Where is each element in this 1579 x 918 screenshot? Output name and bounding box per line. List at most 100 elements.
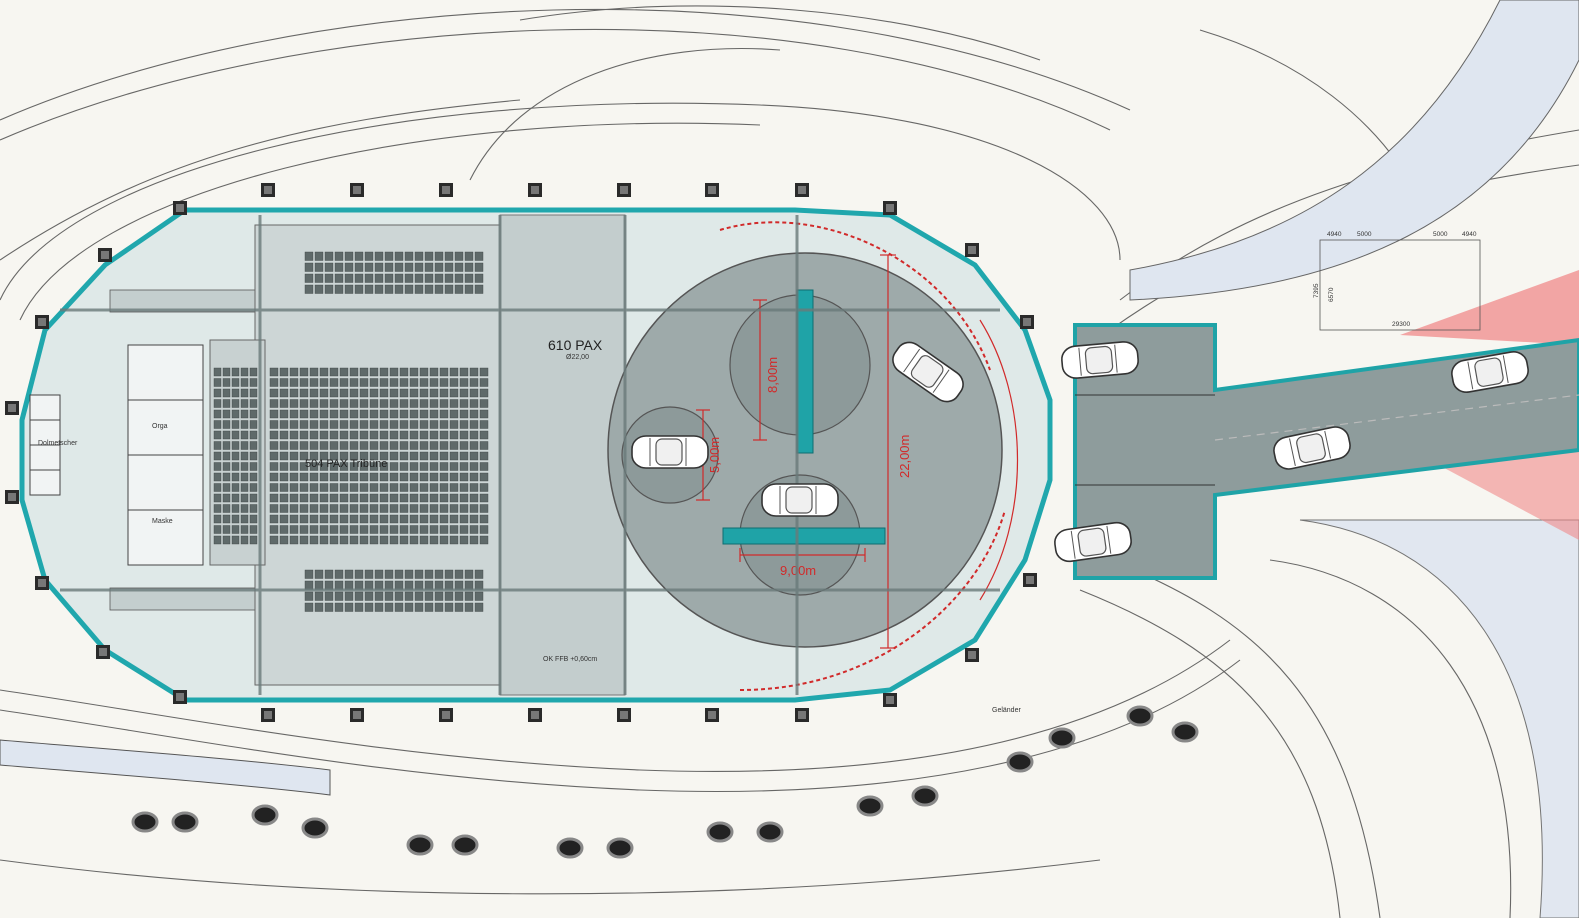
audience-seat-icon	[299, 430, 309, 440]
audience-seat-icon	[459, 472, 469, 482]
audience-seat-icon	[249, 430, 258, 440]
audience-seats	[213, 251, 489, 612]
audience-seat-icon	[459, 430, 469, 440]
audience-seat-icon	[379, 451, 389, 461]
audience-seat-icon	[304, 569, 314, 579]
audience-seat-icon	[309, 399, 319, 408]
truss-spotlight-icon	[617, 708, 631, 722]
audience-seat-icon	[399, 430, 409, 440]
audience-seat-icon	[389, 409, 399, 419]
audience-seat-icon	[231, 388, 240, 398]
bollard	[406, 834, 434, 856]
truss-spotlight-icon	[528, 183, 542, 197]
bollard	[171, 811, 199, 833]
audience-seat-icon	[444, 602, 454, 612]
audience-seat-icon	[449, 483, 459, 492]
audience-seat-icon	[434, 580, 444, 590]
audience-seat-icon	[240, 535, 249, 545]
dimension-upper: 8,00m	[765, 357, 780, 393]
audience-seat-icon	[314, 273, 324, 283]
audience-seat-icon	[213, 441, 222, 450]
audience-seat-icon	[399, 378, 409, 387]
audience-seat-icon	[279, 535, 289, 545]
audience-seat-icon	[404, 251, 414, 261]
audience-seat-icon	[449, 472, 459, 482]
audience-seat-icon	[464, 273, 474, 283]
audience-seat-icon	[314, 591, 324, 601]
audience-seat-icon	[439, 472, 449, 482]
pax-main-label: 610 PAX	[548, 337, 603, 353]
audience-seat-icon	[414, 580, 424, 590]
bollard	[556, 837, 584, 859]
audience-seat-icon	[364, 262, 374, 272]
audience-seat-icon	[429, 441, 439, 450]
audience-seat-icon	[399, 462, 409, 471]
audience-seat-icon	[249, 399, 258, 408]
audience-seat-icon	[324, 262, 334, 272]
truss-spotlight-icon	[350, 708, 364, 722]
audience-seat-icon	[344, 580, 354, 590]
audience-seat-icon	[344, 602, 354, 612]
audience-seat-icon	[474, 284, 484, 294]
audience-seat-icon	[469, 462, 479, 471]
audience-seat-icon	[454, 273, 464, 283]
pax-main-sub-label: Ø22,00	[566, 354, 589, 361]
audience-seat-icon	[289, 441, 299, 450]
audience-seat-icon	[449, 525, 459, 534]
audience-seat-icon	[369, 462, 379, 471]
audience-seat-icon	[339, 472, 349, 482]
audience-seat-icon	[444, 284, 454, 294]
audience-seat-icon	[309, 462, 319, 471]
audience-seat-icon	[249, 514, 258, 524]
audience-seat-icon	[222, 420, 231, 429]
audience-seat-icon	[344, 591, 354, 601]
audience-seat-icon	[279, 504, 289, 513]
car-top-view-icon	[1059, 339, 1141, 381]
audience-seat-icon	[289, 504, 299, 513]
audience-seat-icon	[222, 514, 231, 524]
audience-seat-icon	[279, 388, 289, 398]
audience-seat-icon	[409, 388, 419, 398]
audience-seat-icon	[359, 430, 369, 440]
audience-seat-icon	[324, 580, 334, 590]
audience-seat-icon	[349, 472, 359, 482]
audience-seat-icon	[424, 284, 434, 294]
audience-seat-icon	[419, 462, 429, 471]
audience-seat-icon	[324, 591, 334, 601]
audience-seat-icon	[299, 409, 309, 419]
audience-seat-icon	[479, 483, 489, 492]
audience-seat-icon	[469, 430, 479, 440]
audience-seat-icon	[449, 493, 459, 503]
audience-seat-icon	[389, 472, 399, 482]
audience-seat-icon	[379, 420, 389, 429]
audience-seat-icon	[213, 483, 222, 492]
audience-seat-icon	[213, 399, 222, 408]
audience-seat-icon	[329, 451, 339, 461]
audience-seat-icon	[339, 441, 349, 450]
bollard	[1006, 751, 1034, 773]
audience-seat-icon	[289, 483, 299, 492]
audience-seat-icon	[399, 472, 409, 482]
audience-seat-icon	[429, 525, 439, 534]
audience-seat-icon	[319, 514, 329, 524]
audience-seat-icon	[464, 569, 474, 579]
audience-seat-icon	[359, 472, 369, 482]
audience-seat-icon	[222, 525, 231, 534]
audience-seat-icon	[222, 378, 231, 387]
audience-seat-icon	[409, 451, 419, 461]
audience-seat-icon	[399, 504, 409, 513]
audience-seat-icon	[213, 388, 222, 398]
audience-seat-icon	[359, 462, 369, 471]
audience-seat-icon	[240, 504, 249, 513]
bollard	[251, 804, 279, 826]
audience-seat-icon	[339, 514, 349, 524]
audience-seat-icon	[349, 420, 359, 429]
audience-seat-icon	[279, 514, 289, 524]
red-arc-lower	[739, 509, 1006, 691]
audience-seat-icon	[454, 602, 464, 612]
audience-seat-icon	[479, 535, 489, 545]
service-rooms	[29, 344, 204, 566]
audience-seat-icon	[222, 430, 231, 440]
truss-spotlight-icon	[883, 201, 897, 215]
audience-seat-icon	[339, 504, 349, 513]
